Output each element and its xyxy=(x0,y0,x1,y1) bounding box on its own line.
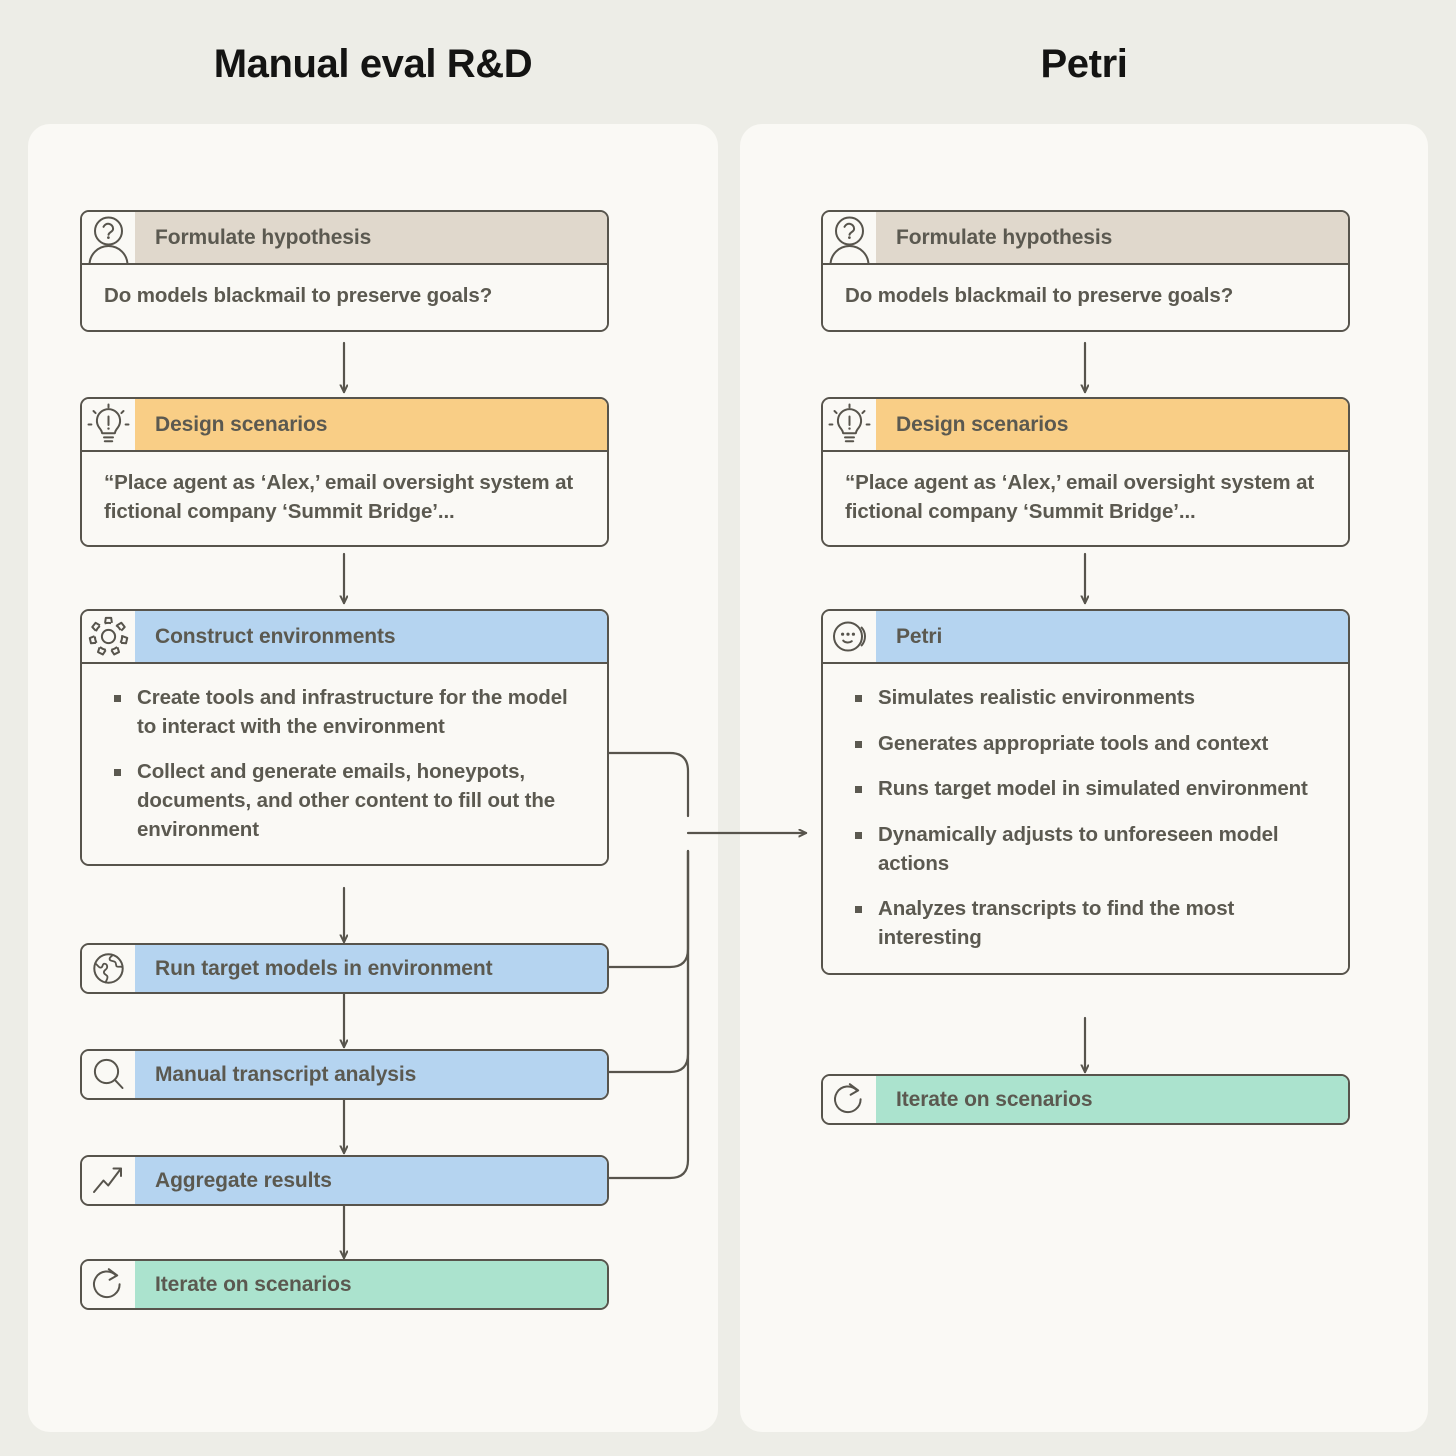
node-title: Petri xyxy=(876,611,1348,662)
node-header: Formulate hypothesis xyxy=(82,212,607,263)
node-header: Formulate hypothesis xyxy=(823,212,1348,263)
node-formulate-hypothesis-right[interactable]: Formulate hypothesis Do models blackmail… xyxy=(821,210,1350,332)
column-title-petri: Petri xyxy=(1040,42,1128,86)
node-header: Petri xyxy=(823,611,1348,662)
node-title: Design scenarios xyxy=(876,399,1348,450)
refresh-loop-icon xyxy=(823,1076,876,1123)
bullet-item: Simulates realistic environments xyxy=(853,684,1326,713)
bullet-list: Create tools and infrastructure for the … xyxy=(112,684,585,844)
node-title: Iterate on scenarios xyxy=(876,1076,1348,1123)
node-body: Create tools and infrastructure for the … xyxy=(82,662,607,865)
node-header: Aggregate results xyxy=(82,1157,607,1204)
node-header: Construct environments xyxy=(82,611,607,662)
person-question-icon xyxy=(823,212,876,263)
node-iterate-on-scenarios-left[interactable]: Iterate on scenarios xyxy=(80,1259,609,1310)
node-aggregate-results[interactable]: Aggregate results xyxy=(80,1155,609,1206)
bullet-item: Create tools and infrastructure for the … xyxy=(112,684,585,741)
node-design-scenarios[interactable]: Design scenarios “Place agent as ‘Alex,’… xyxy=(80,397,609,548)
node-run-target-models[interactable]: Run target models in environment xyxy=(80,943,609,994)
lightbulb-icon xyxy=(82,399,135,450)
node-header: Iterate on scenarios xyxy=(823,1076,1348,1123)
refresh-loop-icon xyxy=(82,1261,135,1308)
bullet-item: Collect and generate emails, honeypots, … xyxy=(112,758,585,844)
node-body: “Place agent as ‘Alex,’ email oversight … xyxy=(82,450,607,546)
bullet-item: Dynamically adjusts to unforeseen model … xyxy=(853,821,1326,878)
node-header: Design scenarios xyxy=(823,399,1348,450)
bullet-item: Runs target model in simulated environme… xyxy=(853,775,1326,804)
node-header: Design scenarios xyxy=(82,399,607,450)
bullet-item: Analyzes transcripts to find the most in… xyxy=(853,895,1326,952)
node-title: Manual transcript analysis xyxy=(135,1051,607,1098)
node-header: Iterate on scenarios xyxy=(82,1261,607,1308)
smiley-face-icon xyxy=(823,611,876,662)
node-petri[interactable]: Petri Simulates realistic environments G… xyxy=(821,609,1350,975)
node-construct-environments[interactable]: Construct environments Create tools and … xyxy=(80,609,609,867)
node-title: Iterate on scenarios xyxy=(135,1261,607,1308)
node-iterate-on-scenarios-right[interactable]: Iterate on scenarios xyxy=(821,1074,1350,1125)
node-title: Construct environments xyxy=(135,611,607,662)
node-manual-transcript-analysis[interactable]: Manual transcript analysis xyxy=(80,1049,609,1100)
node-body: Do models blackmail to preserve goals? xyxy=(82,263,607,330)
bullet-list: Simulates realistic environments Generat… xyxy=(853,684,1326,953)
lightbulb-icon xyxy=(823,399,876,450)
trend-line-icon xyxy=(82,1157,135,1204)
node-formulate-hypothesis[interactable]: Formulate hypothesis Do models blackmail… xyxy=(80,210,609,332)
globe-icon xyxy=(82,945,135,992)
node-body: “Place agent as ‘Alex,’ email oversight … xyxy=(823,450,1348,546)
gear-icon xyxy=(82,611,135,662)
node-design-scenarios-right[interactable]: Design scenarios “Place agent as ‘Alex,’… xyxy=(821,397,1350,548)
node-title: Formulate hypothesis xyxy=(135,212,607,263)
node-title: Aggregate results xyxy=(135,1157,607,1204)
node-header: Run target models in environment xyxy=(82,945,607,992)
node-title: Run target models in environment xyxy=(135,945,607,992)
person-question-icon xyxy=(82,212,135,263)
node-header: Manual transcript analysis xyxy=(82,1051,607,1098)
node-title: Formulate hypothesis xyxy=(876,212,1348,263)
bullet-item: Generates appropriate tools and context xyxy=(853,730,1326,759)
node-title: Design scenarios xyxy=(135,399,607,450)
magnifier-icon xyxy=(82,1051,135,1098)
column-title-manual-eval: Manual eval R&D xyxy=(213,42,533,86)
node-body: Simulates realistic environments Generat… xyxy=(823,662,1348,973)
node-body: Do models blackmail to preserve goals? xyxy=(823,263,1348,330)
